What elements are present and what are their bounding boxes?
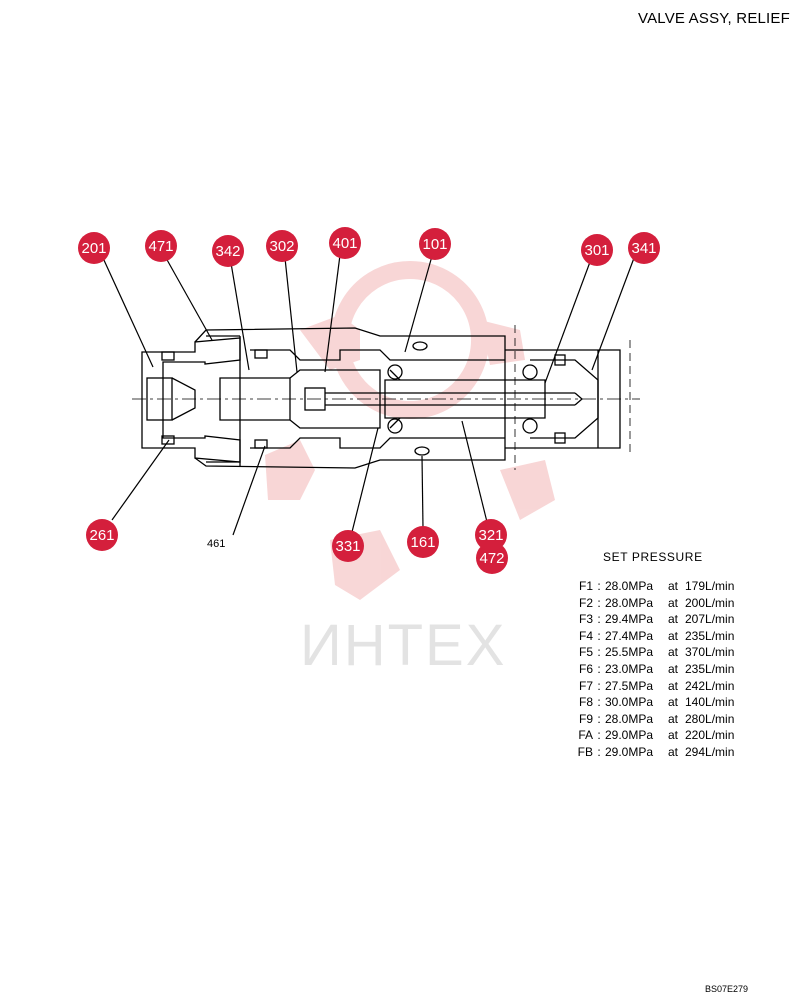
svg-text:261: 261 — [89, 527, 114, 544]
callouts: 201 471 342 302 401 101 301 341 261 331 … — [78, 227, 660, 574]
callout-342: 342 — [212, 235, 244, 267]
callout-401: 401 — [329, 227, 361, 259]
callout-302: 302 — [266, 230, 298, 262]
leader-lines — [102, 254, 635, 536]
callout-471: 471 — [145, 230, 177, 262]
diagram-title: VALVE ASSY, RELIEF — [637, 10, 790, 27]
label-461: 461 — [207, 538, 225, 550]
watermark-text: ИНТЕХ — [300, 613, 507, 678]
callout-301: 301 — [581, 234, 613, 266]
svg-text:342: 342 — [215, 243, 240, 260]
svg-text:471: 471 — [148, 238, 173, 255]
svg-text:201: 201 — [81, 240, 106, 257]
svg-text:321: 321 — [478, 527, 503, 544]
callout-101: 101 — [419, 228, 451, 260]
callout-472: 472 — [476, 542, 508, 574]
set-pressure-heading: SET PRESSURE — [603, 550, 703, 564]
drawing-code: BS07E279 — [704, 984, 748, 994]
svg-text:101: 101 — [422, 236, 447, 253]
svg-text:331: 331 — [335, 538, 360, 555]
svg-text:472: 472 — [479, 550, 504, 567]
valve-body — [132, 325, 640, 470]
callout-341: 341 — [628, 232, 660, 264]
callout-201: 201 — [78, 232, 110, 264]
svg-text:301: 301 — [584, 242, 609, 259]
callout-261: 261 — [86, 519, 118, 551]
callout-321: 321 — [475, 519, 507, 551]
callout-161: 161 — [407, 526, 439, 558]
svg-text:302: 302 — [269, 238, 294, 255]
svg-text:401: 401 — [332, 235, 357, 252]
svg-text:161: 161 — [410, 534, 435, 551]
svg-text:341: 341 — [631, 240, 656, 257]
callout-331: 331 — [332, 530, 364, 562]
